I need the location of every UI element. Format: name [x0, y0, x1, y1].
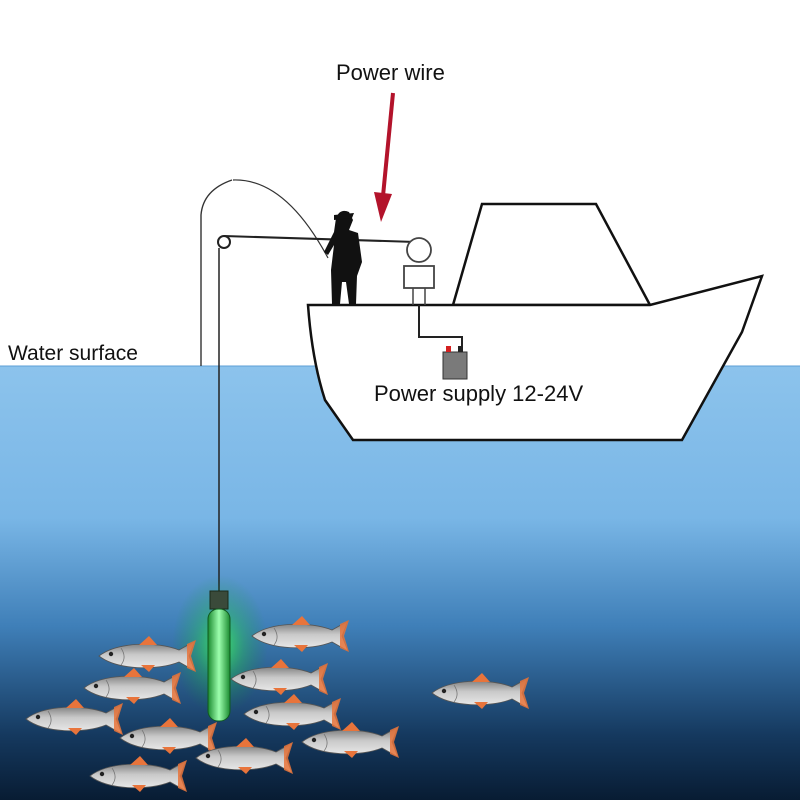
rod-pole: [200, 179, 233, 366]
underwater-light-icon: [207, 590, 231, 722]
supply-wire: [418, 305, 463, 350]
fishing-rod: [232, 179, 329, 259]
boat-cabin: [451, 202, 653, 307]
battery-icon: [442, 346, 468, 380]
boat-hull: [306, 274, 764, 442]
power-wire-label: Power wire: [336, 60, 445, 85]
power-wire: [223, 235, 417, 243]
reel-controller-icon: [403, 237, 435, 305]
down-arrow-icon: [374, 92, 395, 222]
fisherman-silhouette-icon: [324, 210, 362, 304]
boat-outline-icon: [306, 202, 764, 442]
power-supply-label: Power supply 12-24V: [374, 381, 584, 406]
pulley-icon: [217, 235, 231, 249]
water-surface-label: Water surface: [8, 342, 138, 365]
